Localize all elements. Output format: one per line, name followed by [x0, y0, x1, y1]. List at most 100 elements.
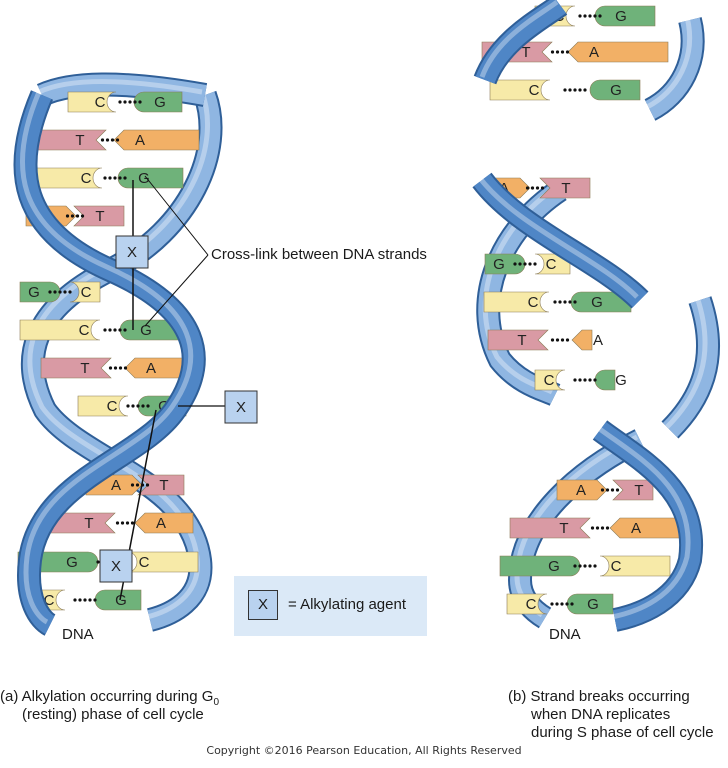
a2-base-right: [117, 167, 184, 189]
a1-base-left-letter: T: [75, 132, 84, 149]
a3-bond-dot: [80, 214, 85, 218]
dna-label-b: DNA: [549, 626, 581, 643]
a10-bond-dot: [96, 560, 100, 564]
b5-bond-dot: [558, 300, 562, 304]
a3-bond-dot: [75, 214, 80, 218]
b1-base-right: [567, 41, 669, 63]
b6-base-left-letter: T: [517, 332, 526, 349]
a8-base-right: [137, 474, 185, 496]
a7-bond-dot: [136, 404, 140, 408]
b11-bond-dot: [550, 602, 554, 606]
dna-backbones-front: [13, 0, 704, 636]
a6-bond-dot: [108, 366, 113, 370]
b3-bond-dot: [535, 186, 540, 190]
b7-bond-dot: [588, 378, 592, 382]
a0-bond-dot: [133, 100, 137, 104]
b4-bond-dot: [518, 262, 522, 266]
b0-bond-dot: [583, 14, 587, 18]
a5-base-left-letter: C: [79, 322, 90, 339]
b6-bond-dot: [555, 338, 560, 342]
a8-bond-dot: [130, 483, 135, 487]
b0-bond-dot: [598, 14, 602, 18]
b8-base-right: [612, 479, 654, 501]
a2-bond-dot: [118, 176, 122, 180]
a3-bond-dot: [65, 214, 70, 218]
a11-bond-dot: [83, 598, 87, 602]
b0-bond-dot: [593, 14, 597, 18]
b4-base-left-letter: G: [493, 256, 505, 273]
b2-bond-dot: [563, 88, 567, 92]
b1-bond-dot: [555, 50, 560, 54]
b10-bond-dot: [593, 564, 597, 568]
b9-base-right-letter: A: [631, 520, 641, 537]
b0-bond-dot: [588, 14, 592, 18]
b5-bond-dot: [563, 300, 567, 304]
a4-bond-dot: [68, 290, 72, 294]
a11-base-left-letter: C: [44, 592, 55, 609]
legend-text: = Alkylating agent: [288, 596, 407, 613]
a4-base-right: [69, 281, 101, 303]
b10-bond-dot: [583, 564, 587, 568]
b5-bond-dot: [553, 300, 557, 304]
caption-a-line1: (a) Alkylation occurring during G0: [0, 688, 219, 708]
b8-base-left: [556, 479, 608, 501]
a2-base-left-letter: C: [81, 170, 92, 187]
b10-bond-dot: [573, 564, 577, 568]
b2-bond-dot: [578, 88, 582, 92]
copyright-notice: Copyright ©2016 Pearson Education, All R…: [206, 744, 522, 757]
b7-bond-dot: [593, 378, 597, 382]
a0-bond-dot: [118, 100, 122, 104]
crosslink-callout-2: [144, 254, 209, 327]
b2-base-right-letter: G: [610, 82, 622, 99]
b9-bond-dot: [605, 526, 610, 530]
b10-base-right: [599, 555, 671, 577]
b9-base-left-letter: T: [559, 520, 568, 537]
a6-base-right-letter: A: [146, 360, 156, 377]
b8-bond-dot: [600, 488, 605, 492]
a11-bond-dot: [93, 598, 97, 602]
a2-bond-dot: [103, 176, 107, 180]
a7-bond-dot: [126, 404, 130, 408]
b3-bond-dot: [525, 186, 530, 190]
strand-b-top2: [645, 17, 703, 119]
a9-base-right: [134, 512, 194, 534]
a4-bond-dot: [48, 290, 52, 294]
a6-bond-dot: [113, 366, 118, 370]
b6-bond-dot: [565, 338, 570, 342]
b8-base-left-letter: A: [576, 482, 586, 499]
strand-a-top: [37, 74, 207, 105]
b6-base-right: [571, 329, 593, 351]
b3-base-right: [539, 177, 591, 199]
b10-base-left-letter: G: [548, 558, 560, 575]
a0-bond-dot: [123, 100, 127, 104]
a0-base-left: [67, 91, 117, 113]
a4-bond-dot: [53, 290, 57, 294]
crosslink-lines: XXX: [99, 175, 258, 601]
a8-base-left-letter: A: [111, 477, 121, 494]
b9-bond-dot: [595, 526, 600, 530]
b4-bond-dot: [528, 262, 532, 266]
a5-bond-dot: [118, 328, 122, 332]
b2-bond-dot: [568, 88, 572, 92]
a5-bond-dot: [108, 328, 112, 332]
a1-bond-dot: [105, 138, 110, 142]
a4-bond-dot: [63, 290, 67, 294]
alkylating-agent-1-box: [115, 235, 149, 269]
a2-bond-dot: [123, 176, 127, 180]
b8-base-right-letter: T: [634, 482, 643, 499]
strand-b-top2-shine: [645, 16, 693, 110]
a1-base-right: [113, 129, 200, 151]
a5-base-right-letter: G: [140, 322, 152, 339]
a5-base-left: [19, 319, 101, 341]
a9-bond-dot: [125, 521, 130, 525]
a5-bond-dot: [113, 328, 117, 332]
a1-base-left: [33, 129, 107, 151]
b4-base-right-letter: C: [546, 256, 557, 273]
